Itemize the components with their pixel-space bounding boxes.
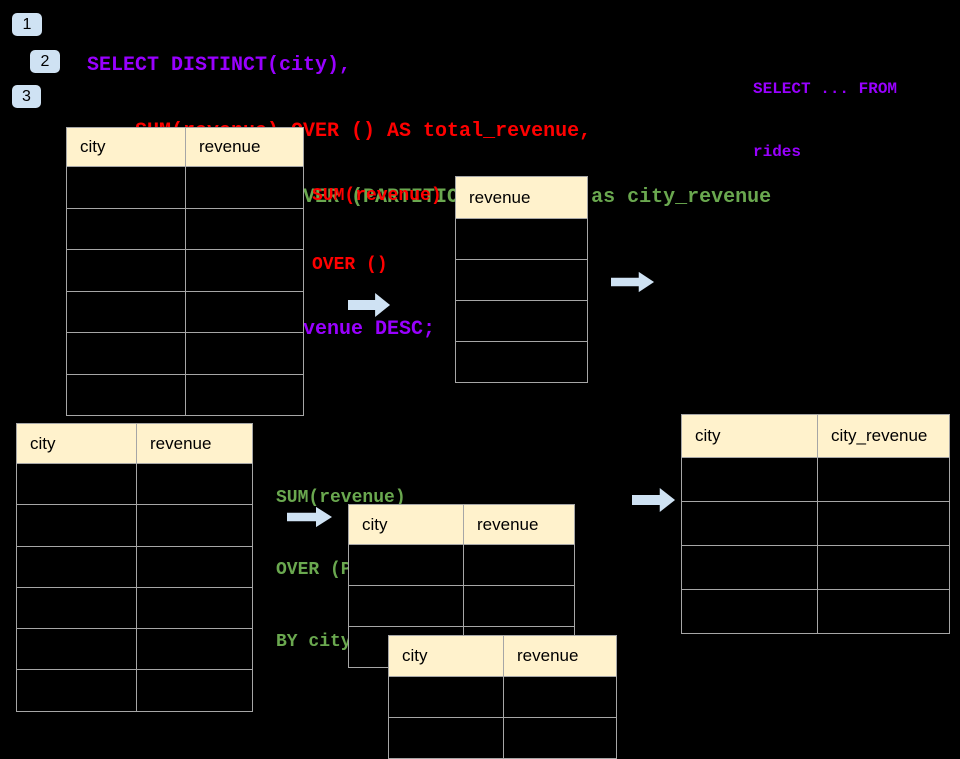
table-cell: [17, 546, 136, 587]
column-header-revenue: revenue: [186, 128, 303, 166]
table-cell: [349, 545, 463, 585]
table-cell: [818, 502, 949, 545]
table-cell: [137, 629, 252, 670]
table-cell: [682, 546, 817, 589]
from-snippet-line-2: rides: [753, 143, 802, 161]
table-cell: [456, 342, 587, 382]
table-cell: [67, 291, 185, 332]
table-cell: [818, 546, 949, 589]
column-header-revenue: revenue: [456, 177, 587, 218]
column-header-revenue: revenue: [504, 636, 616, 676]
table-cell: [186, 167, 303, 208]
table-cell: [186, 291, 303, 332]
table-cell: [818, 458, 949, 501]
annotation-total-line-1: SUM(revenue): [312, 186, 442, 206]
table-cell: [682, 458, 817, 501]
table-cell: [682, 502, 817, 545]
right-arrow-icon: [632, 487, 676, 513]
table-cell: [504, 718, 616, 758]
table-cell: [17, 587, 136, 629]
column-header-city: city: [682, 415, 817, 457]
table-cell: [67, 250, 185, 291]
right-arrow-icon: [348, 292, 391, 318]
column-header-city: city: [67, 128, 185, 166]
table-cell: [818, 590, 949, 633]
annotation-total-line-2: OVER (): [312, 255, 388, 275]
step-badge-3: 3: [12, 85, 41, 108]
table-cell: [464, 545, 574, 585]
right-arrow-icon: [287, 506, 333, 528]
column-header-revenue: revenue: [464, 505, 574, 544]
table-cell: [67, 374, 185, 415]
table-cell: [137, 464, 252, 505]
table-cell: [389, 718, 503, 758]
slide-canvas: { "colors": { "background": "#000000", "…: [12, 13, 950, 759]
column-header-city-revenue: city_revenue: [818, 415, 949, 457]
column-header-city: city: [17, 424, 136, 463]
table-cell: [67, 208, 185, 249]
table-total-revenue: revenue: [455, 176, 588, 383]
from-snippet-line-1: SELECT ... FROM: [753, 80, 898, 98]
from-rides-snippet: SELECT ... FROM rides: [753, 37, 897, 184]
table-cell: [186, 250, 303, 291]
table-cell: [17, 505, 136, 546]
table-cell: [137, 505, 252, 546]
table-cell: [137, 587, 252, 629]
table-cell: [464, 586, 574, 626]
table-cell: [456, 219, 587, 259]
table-cell: [186, 333, 303, 374]
table-cell: [456, 260, 587, 300]
annotation-partition-line-1: SUM(revenue): [276, 488, 406, 508]
table-cell: [186, 208, 303, 249]
right-arrow-icon: [611, 271, 655, 293]
table-cell: [389, 677, 503, 717]
annotation-total-revenue: SUM(revenue) OVER (): [312, 139, 442, 300]
sql-line-select: SELECT DISTINCT(city),: [87, 54, 352, 77]
step-badge-2: 2: [30, 50, 60, 73]
column-header-revenue: revenue: [137, 424, 252, 463]
table-cell: [456, 301, 587, 341]
table-cell: [137, 670, 252, 711]
table-source-top: city revenue: [66, 127, 304, 416]
table-source-bottom: city revenue: [16, 423, 253, 712]
table-result-city-revenue: city city_revenue: [681, 414, 950, 634]
table-cell: [67, 167, 185, 208]
step-badge-1: 1: [12, 13, 42, 36]
table-cell: [349, 586, 463, 626]
column-header-city: city: [389, 636, 503, 676]
table-cell: [17, 670, 136, 711]
column-header-city: city: [349, 505, 463, 544]
table-cell: [67, 333, 185, 374]
table-cell: [682, 590, 817, 633]
table-partition-front: city revenue: [388, 635, 617, 759]
table-cell: [17, 464, 136, 505]
table-cell: [504, 677, 616, 717]
table-cell: [17, 629, 136, 670]
table-cell: [186, 374, 303, 415]
table-cell: [137, 546, 252, 587]
